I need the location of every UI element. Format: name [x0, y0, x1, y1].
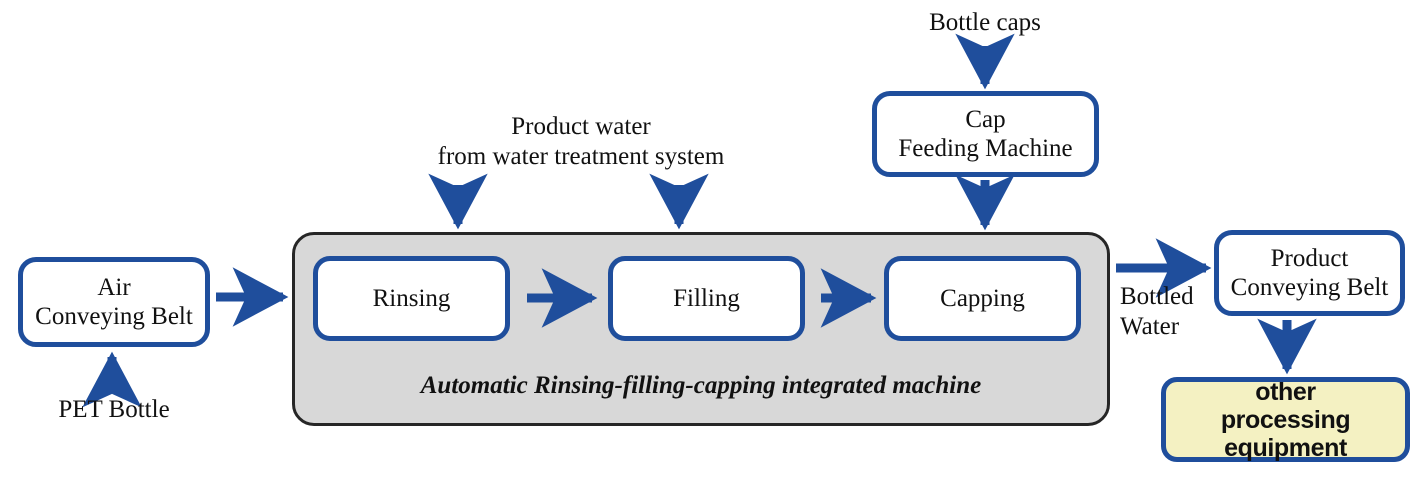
- label-bottle-caps: Bottle caps: [929, 9, 1041, 36]
- node-capping[interactable]: Capping: [884, 256, 1081, 341]
- label-pet-bottle: PET Bottle: [58, 396, 170, 423]
- node-cap-feeding-machine-label: Cap Feeding Machine: [898, 105, 1073, 163]
- node-other-processing-equipment[interactable]: other processing equipment: [1161, 377, 1410, 462]
- node-capping-label: Capping: [940, 284, 1025, 312]
- node-rinsing-label: Rinsing: [372, 284, 451, 312]
- node-rinsing[interactable]: Rinsing: [313, 256, 510, 341]
- integrated-machine-caption: Automatic Rinsing-filling-capping integr…: [420, 372, 982, 399]
- node-air-conveying-belt[interactable]: Air Conveying Belt: [18, 257, 210, 347]
- node-filling-label: Filling: [673, 284, 740, 312]
- node-cap-feeding-machine[interactable]: Cap Feeding Machine: [872, 91, 1099, 177]
- node-other-processing-equipment-label: other processing equipment: [1220, 377, 1351, 462]
- node-product-conveying-belt[interactable]: Product Conveying Belt: [1214, 230, 1405, 316]
- node-filling[interactable]: Filling: [608, 256, 805, 341]
- node-air-conveying-belt-label: Air Conveying Belt: [35, 273, 193, 331]
- label-product-water: Product water from water treatment syste…: [437, 113, 725, 170]
- label-bottled-water: Bottled Water: [1120, 283, 1194, 340]
- node-product-conveying-belt-label: Product Conveying Belt: [1230, 244, 1389, 302]
